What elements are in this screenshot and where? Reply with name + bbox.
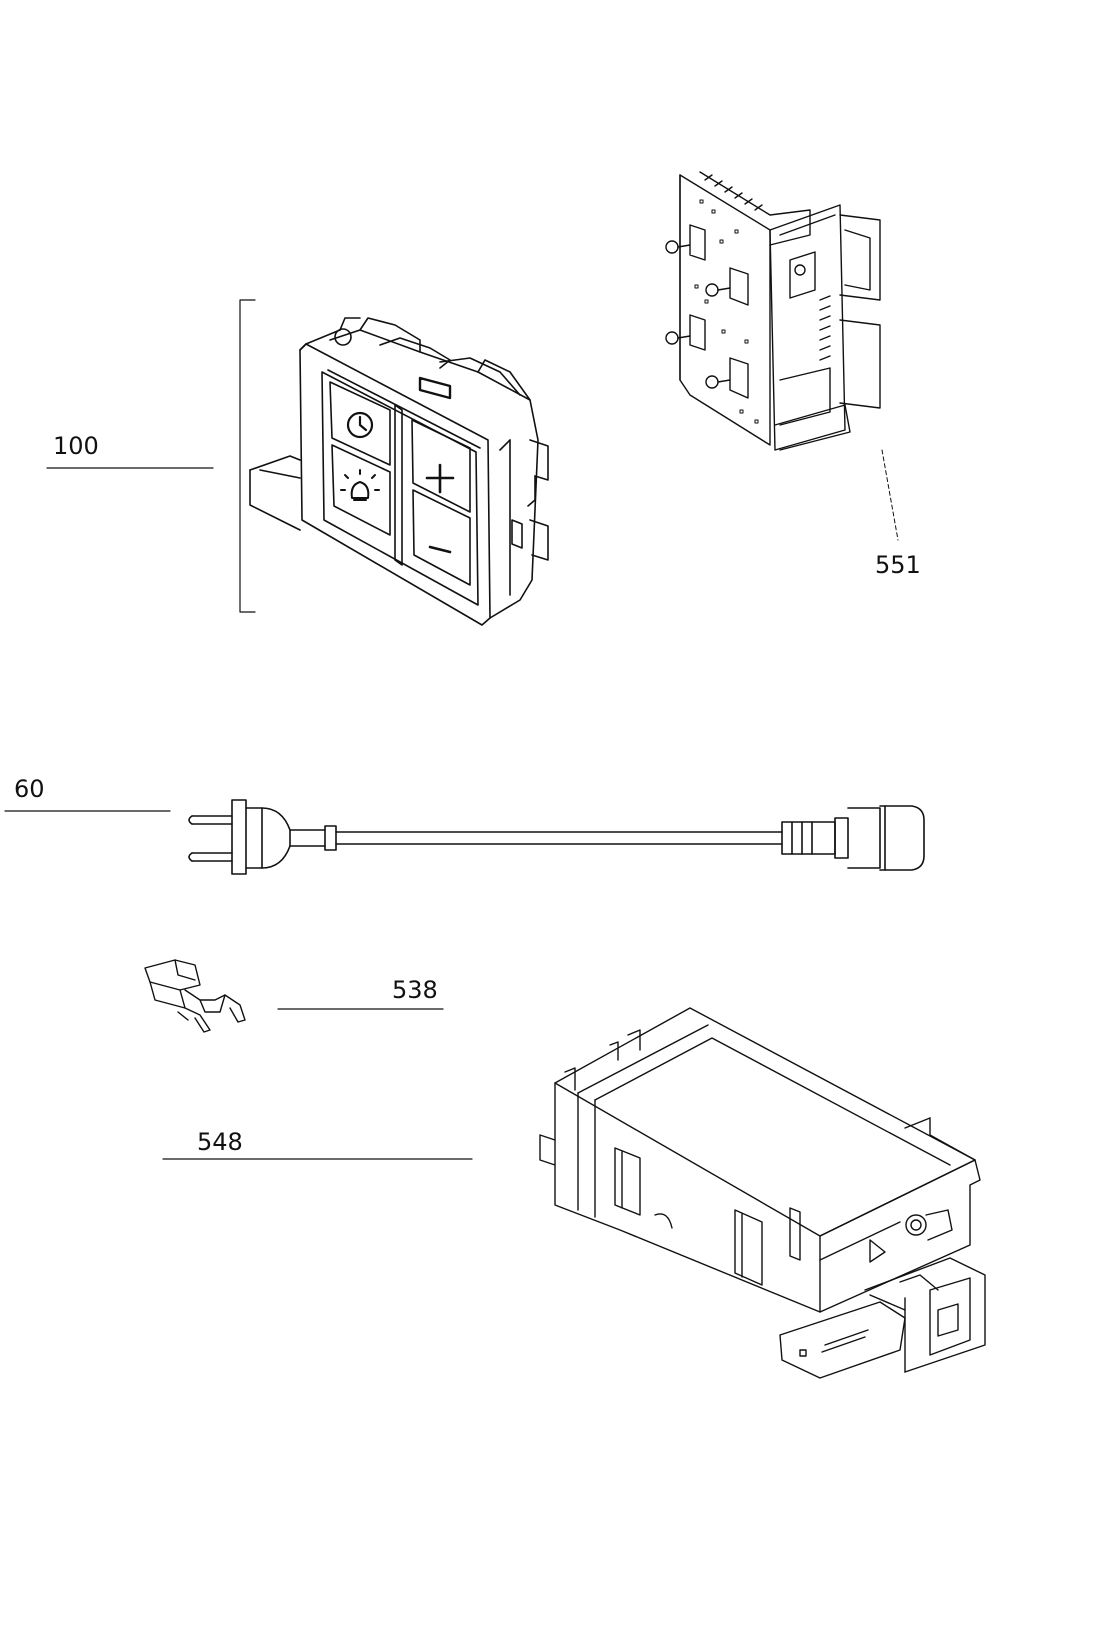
circuit-board xyxy=(666,172,898,540)
callout-548: 548 xyxy=(197,1128,243,1156)
clip xyxy=(145,960,443,1032)
light-icon xyxy=(341,470,379,500)
plus-icon xyxy=(427,465,453,492)
power-cord xyxy=(5,800,924,874)
minus-icon xyxy=(430,547,450,552)
callout-538: 538 xyxy=(392,976,438,1004)
callout-60: 60 xyxy=(14,775,45,803)
callout-551: 551 xyxy=(875,551,921,579)
callout-100: 100 xyxy=(53,432,99,460)
timer-icon xyxy=(348,413,372,437)
electronic-box xyxy=(163,1008,985,1378)
control-module xyxy=(47,300,548,625)
